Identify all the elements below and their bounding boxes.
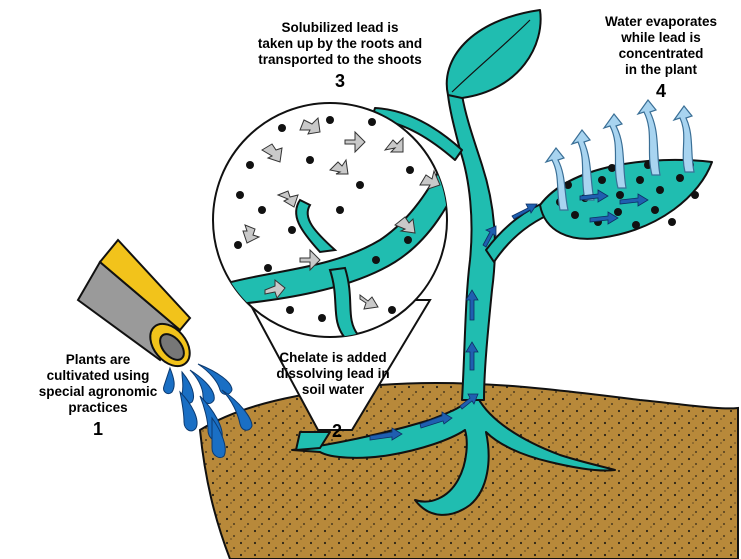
step-1-line-1: Plants are — [18, 352, 178, 368]
step-4-line-2: while lead is — [596, 30, 726, 46]
step-3-line-2: taken up by the roots and — [225, 36, 455, 52]
step-2-line-3: soil water — [258, 382, 408, 398]
step-3-caption: Solubilized lead is taken up by the root… — [225, 20, 455, 92]
step-4-line-4: in the plant — [596, 62, 726, 78]
step-1-line-2: cultivated using — [18, 368, 178, 384]
step-4-line-3: concentrated — [596, 46, 726, 62]
step-3-number: 3 — [225, 70, 455, 92]
step-2-caption: Chelate is added dissolving lead in soil… — [258, 350, 408, 398]
step-2-line-1: Chelate is added — [258, 350, 408, 366]
step-3-line-1: Solubilized lead is — [225, 20, 455, 36]
step-4-caption: Water evaporates while lead is concentra… — [596, 14, 726, 102]
step-1-caption: Plants are cultivated using special agro… — [18, 352, 178, 440]
step-1-number: 1 — [18, 418, 178, 440]
step-4-number: 4 — [596, 80, 726, 102]
step-1-line-4: practices — [18, 400, 178, 416]
step-2-number: 2 — [322, 420, 352, 442]
step-4-line-1: Water evaporates — [596, 14, 726, 30]
step-1-line-3: special agronomic — [18, 384, 178, 400]
step-3-line-3: transported to the shoots — [225, 52, 455, 68]
step-2-line-2: dissolving lead in — [258, 366, 408, 382]
